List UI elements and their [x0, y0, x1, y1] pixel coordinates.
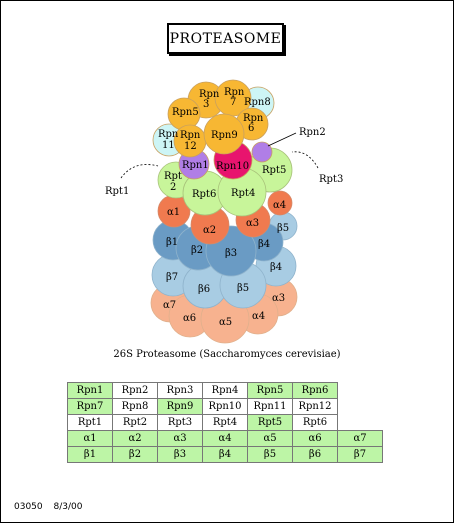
- label-a4-low: α4: [252, 311, 265, 322]
- label-rpn3-b: 3: [203, 99, 209, 110]
- legend-cell: α1: [67, 430, 113, 447]
- label-b4: β4: [258, 239, 270, 250]
- legend-cell: α4: [202, 430, 248, 447]
- legend-cell: β6: [292, 446, 338, 463]
- label-rpn10: Rpn10: [216, 161, 249, 172]
- label-a7: α7: [163, 300, 176, 311]
- legend-cell: β3: [157, 446, 203, 463]
- legend-cell: β2: [112, 446, 158, 463]
- label-rpn9: Rpn9: [211, 130, 238, 141]
- label-rpn8: Rpn8: [244, 97, 271, 108]
- legend-cell: Rpn2: [112, 382, 158, 399]
- label-rpn3-a: Rpn: [199, 89, 220, 100]
- label-b2: β2: [191, 245, 203, 256]
- label-rpn7-a: Rpn: [224, 87, 245, 98]
- label-b4-side: β4: [270, 262, 282, 273]
- legend-cell: Rpt1: [67, 414, 113, 431]
- label-rpn5: Rpn5: [172, 107, 199, 118]
- label-rpn6-a: Rpn: [243, 113, 264, 124]
- legend-cell: β1: [67, 446, 113, 463]
- subunit-a4: [267, 190, 293, 216]
- legend-cell: Rpn1: [67, 382, 113, 399]
- legend-cell: α5: [247, 430, 293, 447]
- rpt1-callout-line: [120, 164, 159, 179]
- footer: 03050 8/3/00: [14, 502, 90, 512]
- label-rpn6-b: 6: [248, 123, 254, 134]
- legend-cell: β7: [337, 446, 383, 463]
- legend-cell: Rpn4: [202, 382, 248, 399]
- legend-cell: Rpn5: [247, 382, 293, 399]
- label-a3-low: α3: [272, 293, 285, 304]
- label-rpt3: Rpt3: [319, 174, 343, 185]
- legend-cell: α6: [292, 430, 338, 447]
- label-a2: α2: [203, 225, 216, 236]
- legend-cell: Rpt3: [157, 414, 203, 431]
- label-b5: β5: [237, 283, 249, 294]
- label-rpt6: Rpt6: [192, 189, 216, 200]
- legend-cell: Rpn11: [247, 398, 293, 415]
- legend-cell: Rpn6: [292, 382, 338, 399]
- legend-cell: Rpt4: [202, 414, 248, 431]
- label-rpn11-b: 11: [162, 140, 175, 151]
- map-date: 8/3/00: [53, 502, 83, 512]
- label-a6: α6: [183, 313, 196, 324]
- label-rpt5: Rpt5: [262, 165, 286, 176]
- label-b7: β7: [166, 272, 178, 283]
- legend-cell: α2: [112, 430, 158, 447]
- label-b5-side: β5: [277, 223, 289, 234]
- subunit-rpn2-disc: [251, 141, 273, 163]
- label-b3: β3: [225, 248, 237, 259]
- legend-cell: Rpn8: [112, 398, 158, 415]
- label-rpt4: Rpt4: [231, 188, 255, 199]
- label-rpn2: Rpn2: [299, 127, 326, 138]
- label-rpn11-a: Rpn: [158, 129, 179, 140]
- legend-cell: α3: [157, 430, 203, 447]
- label-b1: β1: [166, 237, 178, 248]
- label-rpn12-b: 12: [184, 141, 197, 152]
- label-a1: α1: [167, 207, 180, 218]
- legend-cell: Rpt5: [247, 414, 293, 431]
- label-a3: α3: [246, 218, 259, 229]
- legend-cell: α7: [337, 430, 383, 447]
- legend-cell: Rpn3: [157, 382, 203, 399]
- subunit-rpn9: [203, 113, 245, 155]
- legend-cell: Rpn7: [67, 398, 113, 415]
- label-a5: α5: [219, 317, 232, 328]
- legend-cell: β5: [247, 446, 293, 463]
- legend-cell: Rpt2: [112, 414, 158, 431]
- legend-cell: Rpn12: [292, 398, 338, 415]
- label-rpt2-b: 2: [170, 182, 176, 193]
- rpt3-callout-line: [291, 151, 319, 169]
- title-box: PROTEASOME: [167, 23, 284, 54]
- legend-cell: Rpn9: [157, 398, 203, 415]
- rpn2-callout-line: [267, 132, 297, 147]
- diagram-caption: 26S Proteasome (Saccharomyces cerevisiae…: [113, 349, 341, 360]
- label-rpt2-a: Rpt: [164, 171, 182, 182]
- legend-cell: β4: [202, 446, 248, 463]
- legend-cell: Rpt6: [292, 414, 338, 431]
- label-a4: α4: [273, 200, 286, 211]
- page-title: PROTEASOME: [169, 30, 282, 47]
- legend-cell: Rpn10: [202, 398, 248, 415]
- label-rpn1: Rpn1: [182, 160, 209, 171]
- label-rpn7-b: 7: [230, 97, 236, 108]
- label-b6: β6: [198, 284, 210, 295]
- map-code: 03050: [14, 502, 43, 512]
- label-rpn12-a: Rpn: [180, 130, 201, 141]
- label-rpt1: Rpt1: [105, 186, 129, 197]
